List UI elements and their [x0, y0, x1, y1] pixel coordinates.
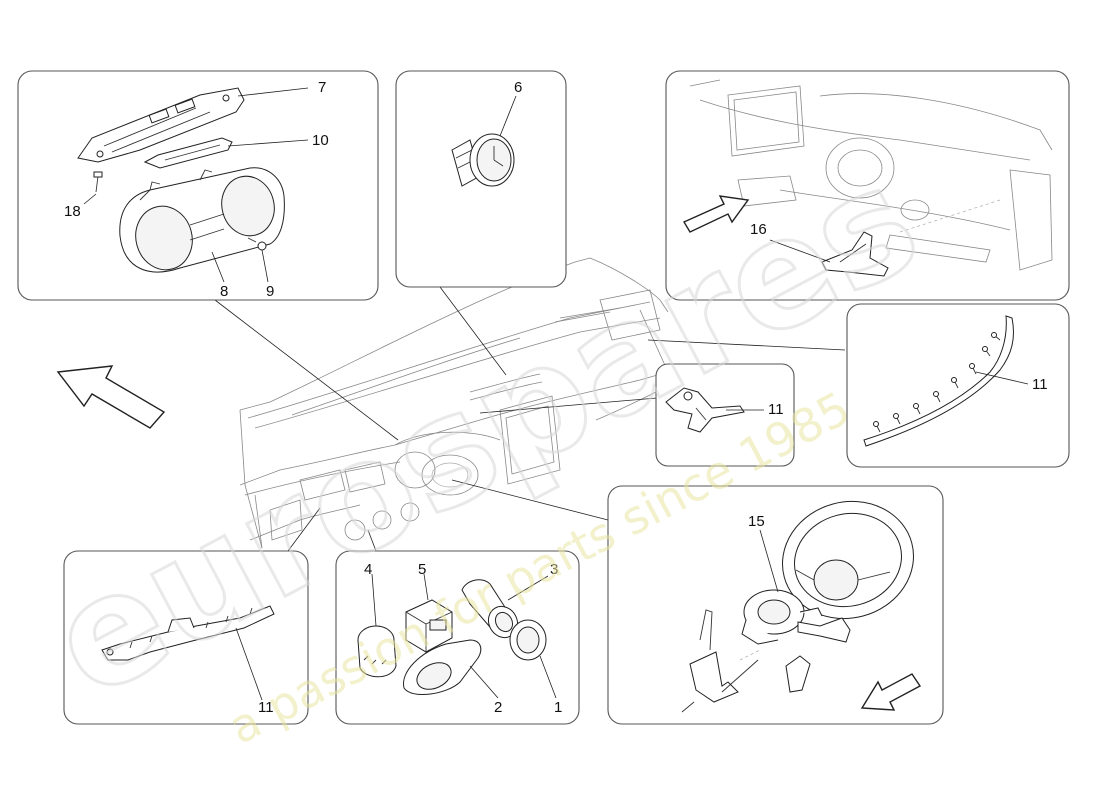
- part-16-bracket[interactable]: [821, 231, 889, 277]
- part-4-light-switch[interactable]: [357, 625, 397, 678]
- part-6-clock[interactable]: [451, 133, 515, 187]
- steering-wheel: [782, 500, 914, 620]
- leader-lines: [214, 286, 846, 552]
- panel-lower-trim: 11: [63, 550, 309, 725]
- callout-10: 10: [312, 132, 329, 149]
- callout-5: 5: [418, 561, 426, 578]
- callout-7: 7: [318, 79, 326, 96]
- part-18-screw[interactable]: [93, 171, 103, 193]
- callout-16: 16: [750, 221, 767, 238]
- part-2-bezel[interactable]: [403, 639, 482, 695]
- part-11-bracket[interactable]: [665, 387, 745, 433]
- callout-8: 8: [220, 283, 228, 300]
- direction-arrow-main: [56, 365, 166, 429]
- part-10-cover[interactable]: [143, 137, 233, 169]
- callout-9: 9: [266, 283, 274, 300]
- panel-switches: 4 5 3 2 1: [335, 550, 580, 725]
- part-3-socket[interactable]: [461, 579, 523, 643]
- part-5-switch-block[interactable]: [405, 599, 453, 653]
- callout-18: 18: [64, 203, 81, 220]
- panel-clock: 6: [395, 70, 567, 288]
- part-11-lower-trim[interactable]: [101, 605, 275, 661]
- callout-1: 1: [554, 699, 562, 716]
- callout-3: 3: [550, 561, 558, 578]
- direction-arrow-steering: [860, 673, 922, 711]
- direction-arrow-interior: [682, 195, 750, 233]
- panel-trim-strip-right: 11: [846, 303, 1070, 468]
- part-11-trim-strip-right[interactable]: [863, 315, 1014, 447]
- callout-15: 15: [748, 513, 765, 530]
- part-1-ring[interactable]: [509, 619, 547, 661]
- panel-instrument-cluster: 7 10 18 8 9: [17, 70, 379, 301]
- part-8-instrument-cluster[interactable]: [119, 167, 285, 276]
- callout-6: 6: [514, 79, 522, 96]
- callout-11-mid: 11: [768, 401, 784, 418]
- callout-2: 2: [494, 699, 502, 716]
- part-15-steering-column-switch[interactable]: [741, 589, 851, 645]
- panel-steering-column: 15: [607, 485, 944, 725]
- panel-small-bracket: 11: [655, 363, 795, 467]
- callout-4: 4: [364, 561, 372, 578]
- callout-11-lower: 11: [258, 699, 274, 716]
- part-7-upper-bracket[interactable]: [77, 87, 245, 163]
- panel-interior-view: 16: [665, 70, 1070, 301]
- steering-column-bracket: [681, 609, 811, 713]
- callout-11-right: 11: [1032, 376, 1048, 393]
- dashboard-assembly: [239, 257, 669, 549]
